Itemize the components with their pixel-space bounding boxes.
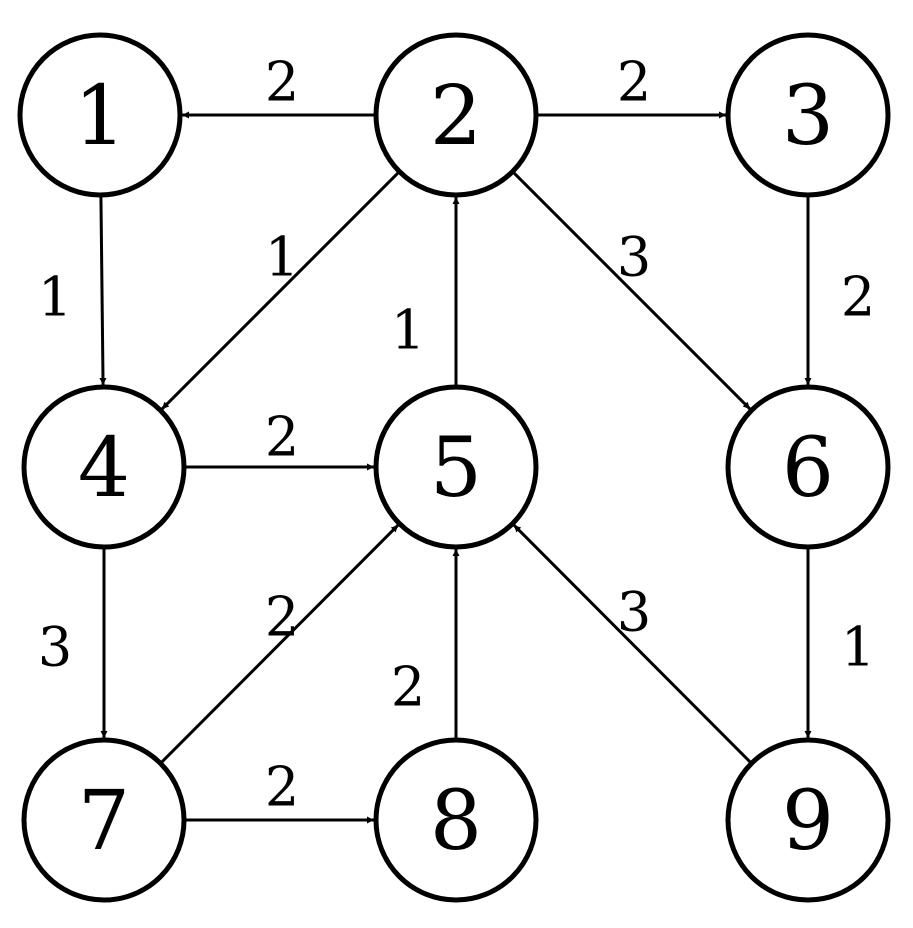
edge-2-to-6: [512, 171, 752, 411]
edge-1-to-4: [99, 196, 107, 386]
edge-weight-5-2: 1: [391, 299, 425, 362]
node-label-8: 8: [430, 774, 482, 869]
node-9: 9: [725, 737, 891, 903]
edge-weight-2-6: 3: [617, 226, 651, 289]
node-circle-1: [17, 32, 183, 198]
edge-weight-1-4: 1: [38, 266, 72, 329]
node-label-6: 6: [782, 421, 834, 516]
node-circle-5: [373, 384, 539, 550]
edge-weight-3-6: 2: [841, 266, 875, 329]
node-circle-2: [373, 32, 539, 198]
node-7: 7: [21, 737, 187, 903]
node-circle-8: [373, 737, 539, 903]
node-8: 8: [373, 737, 539, 903]
edge-weight-9-5: 3: [617, 581, 651, 644]
node-label-4: 4: [78, 421, 130, 516]
edge-weight-7-5: 2: [265, 586, 299, 649]
edge-weight-4-7: 3: [38, 616, 72, 679]
edge-7-to-5: [160, 524, 400, 763]
edge-weight-8-5: 2: [391, 656, 425, 719]
node-label-5: 5: [430, 421, 482, 516]
weights-layer: 2 2 1 1 1 3 2 2 3 2 2 3 1 2: [38, 51, 875, 819]
node-circle-3: [725, 32, 891, 198]
node-circle-6: [725, 384, 891, 550]
node-circle-4: [21, 384, 187, 550]
node-2: 2: [373, 32, 539, 198]
node-3: 3: [725, 32, 891, 198]
node-label-9: 9: [782, 774, 834, 869]
edge-weight-2-4: 1: [265, 226, 299, 289]
node-circle-7: [21, 737, 187, 903]
edges-layer: [99, 111, 812, 824]
node-label-3: 3: [782, 69, 834, 164]
edge-weight-2-3: 2: [617, 51, 651, 114]
node-1: 1: [17, 32, 183, 198]
node-label-7: 7: [78, 774, 130, 869]
edge-9-to-5: [512, 524, 752, 763]
edge-weight-7-8: 2: [265, 756, 299, 819]
edge-weight-6-9: 1: [841, 616, 875, 679]
nodes-layer: 1 2 3 4 5 6 7 8 9: [17, 32, 891, 903]
edge-weight-2-1: 2: [265, 51, 299, 114]
node-4: 4: [21, 384, 187, 550]
edge-weight-4-5: 2: [265, 406, 299, 469]
node-6: 6: [725, 384, 891, 550]
node-circle-9: [725, 737, 891, 903]
node-5: 5: [373, 384, 539, 550]
node-label-1: 1: [74, 69, 126, 164]
edge-2-to-4: [160, 171, 400, 411]
node-label-2: 2: [430, 69, 482, 164]
